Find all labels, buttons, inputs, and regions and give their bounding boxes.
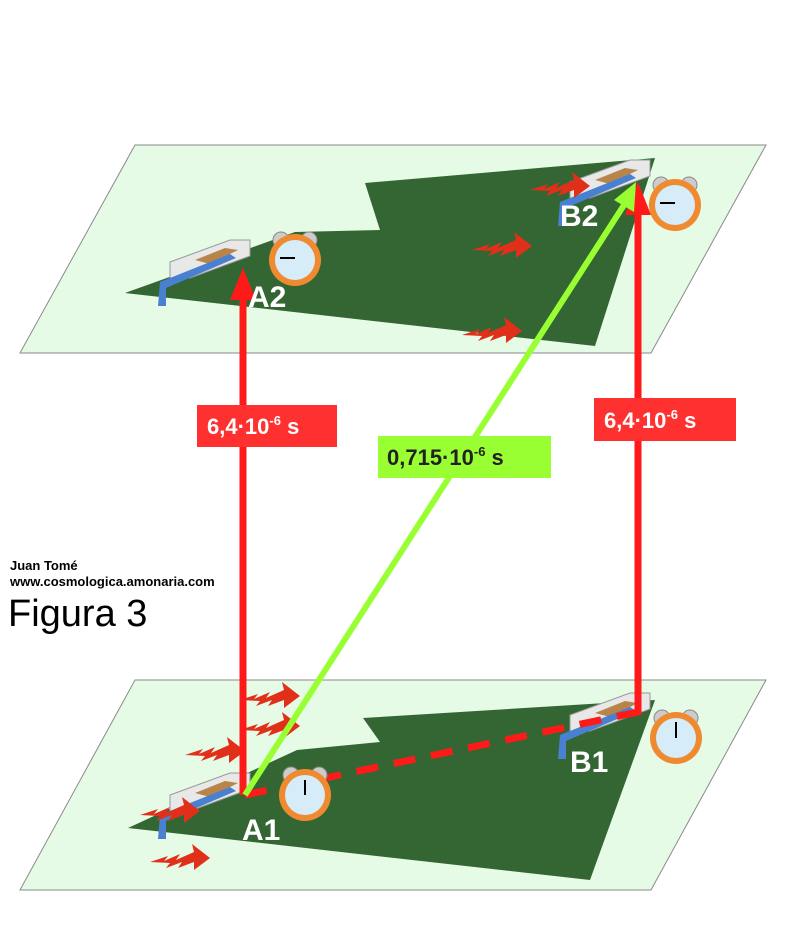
- lower-plane: [19, 679, 767, 891]
- interval-label-diagonal: 0,715·10-6 s: [378, 436, 551, 478]
- point-label-b1: B1: [570, 746, 608, 779]
- point-label-a1: A1: [242, 814, 280, 847]
- simultaneity-line: [244, 708, 639, 799]
- diagonal-path: [242, 182, 636, 797]
- website-link[interactable]: www.cosmologica.amonaria.com: [10, 574, 215, 589]
- upper-plane: [19, 144, 767, 354]
- point-label-b2: B2: [560, 200, 598, 233]
- svg-text:6,4·10-6 s: 6,4·10-6 s: [207, 413, 299, 439]
- svg-text:0,715·10-6 s: 0,715·10-6 s: [387, 444, 504, 470]
- worldline-a: [230, 268, 256, 795]
- author-name: Juan Tomé: [10, 558, 78, 573]
- interval-label-right: 6,4·10-6 s: [594, 398, 736, 441]
- interval-label-left: 6,4·10-6 s: [197, 405, 337, 447]
- svg-text:6,4·10-6 s: 6,4·10-6 s: [604, 407, 696, 433]
- figure-title: Figura 3: [8, 593, 148, 635]
- point-label-a2: A2: [248, 281, 286, 314]
